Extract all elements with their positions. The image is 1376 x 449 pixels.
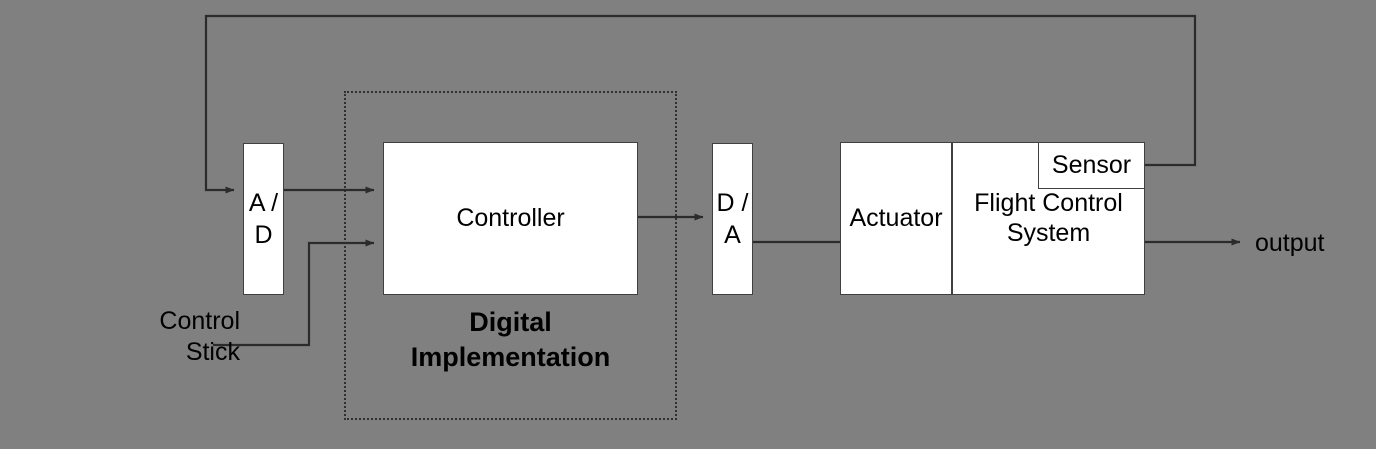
block-actuator[interactable]: Actuator [840,142,952,295]
digital-implementation-group [344,91,677,420]
label-digital-implementation: Digital Implementation [410,307,611,373]
label-output: output [1255,229,1325,257]
connector-feedback-loop [204,14,1197,194]
block-da[interactable]: D / A [712,143,753,295]
block-ad[interactable]: A / D [243,143,284,295]
block-sensor[interactable]: Sensor [1038,142,1145,189]
label-control-stick: Control Stick [159,307,240,366]
connector-stick-to-controller [213,239,375,347]
block-controller[interactable]: Controller [383,142,638,295]
